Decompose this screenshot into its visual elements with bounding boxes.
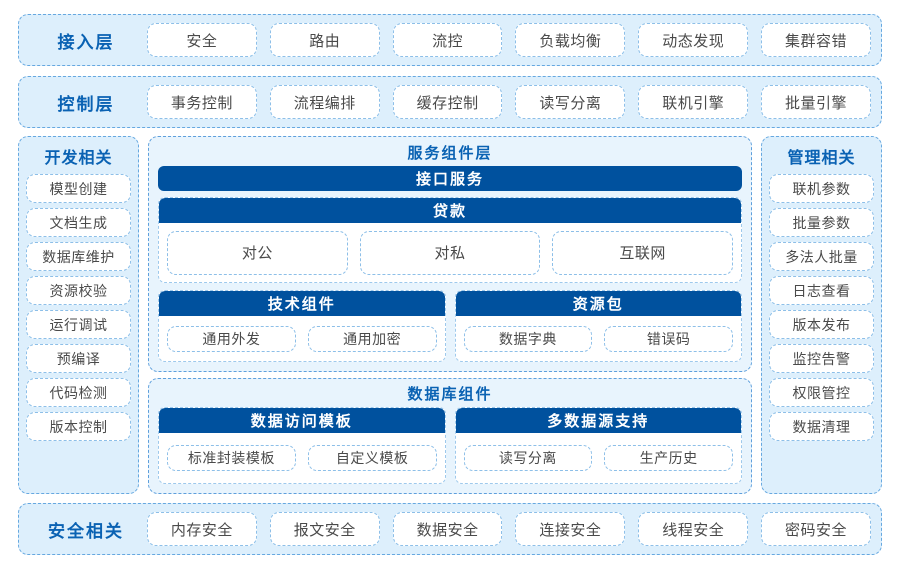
sidebar-item-precompile[interactable]: 预编译 — [26, 344, 131, 373]
sidebar-item-code-check[interactable]: 代码检测 — [26, 378, 131, 407]
middle-band: 开发相关 模型创建 文档生成 数据库维护 资源校验 运行调试 预编译 代码检测 … — [18, 136, 882, 494]
sidebar-item-model-create[interactable]: 模型创建 — [26, 174, 131, 203]
access-item-cluster-fault-tolerance[interactable]: 集群容错 — [761, 23, 871, 57]
mgmt-sidebar: 管理相关 联机参数 批量参数 多法人批量 日志查看 版本发布 监控告警 权限管控… — [761, 136, 882, 494]
database-component-layer: 数据库组件 数据访问模板 标准封装模板 自定义模板 多数据源支持 读写分离 生 — [148, 378, 752, 494]
sidebar-item-permission-control[interactable]: 权限管控 — [769, 378, 874, 407]
tech-item-general-encryption[interactable]: 通用加密 — [307, 325, 437, 352]
tech-components-title-bar: 技术组件 — [159, 291, 445, 316]
control-item-read-write-split[interactable]: 读写分离 — [515, 85, 626, 119]
security-layer-title: 安全相关 — [48, 521, 124, 541]
datasource-item-production-history[interactable]: 生产历史 — [604, 445, 733, 471]
control-item-online-engine[interactable]: 联机引擎 — [638, 85, 749, 119]
access-layer-row: 接入层 安全 路由 流控 负载均衡 动态发现 集群容错 — [18, 14, 882, 66]
datasource-item-read-write-split[interactable]: 读写分离 — [463, 445, 593, 471]
database-components-title: 数据库组件 — [407, 386, 493, 403]
loan-item-personal[interactable]: 对私 — [359, 230, 541, 275]
multi-datasource-card: 多数据源支持 读写分离 生产历史 — [454, 407, 742, 484]
security-item-connection[interactable]: 连接安全 — [515, 512, 626, 546]
control-layer-items: 事务控制 流程编排 缓存控制 读写分离 联机引擎 批量引擎 — [147, 85, 871, 119]
resource-package-title-bar: 资源包 — [455, 291, 741, 316]
sidebar-item-batch-params[interactable]: 批量参数 — [769, 208, 874, 237]
loan-item-corporate[interactable]: 对公 — [167, 230, 348, 275]
dev-sidebar-title: 开发相关 — [44, 150, 113, 167]
access-item-dynamic-discovery[interactable]: 动态发现 — [638, 23, 749, 57]
template-item-custom[interactable]: 自定义模板 — [307, 445, 437, 471]
control-layer-row: 控制层 事务控制 流程编排 缓存控制 读写分离 联机引擎 批量引擎 — [18, 76, 882, 128]
security-layer-row: 安全相关 内存安全 报文安全 数据安全 连接安全 线程安全 密码安全 — [18, 503, 882, 555]
database-sub-cards: 数据访问模板 标准封装模板 自定义模板 多数据源支持 读写分离 生产历史 — [158, 407, 742, 484]
access-item-security[interactable]: 安全 — [147, 23, 257, 57]
access-item-flow-control[interactable]: 流控 — [392, 23, 503, 57]
control-item-transaction[interactable]: 事务控制 — [147, 85, 257, 119]
data-access-template-card: 数据访问模板 标准封装模板 自定义模板 — [158, 407, 446, 484]
loan-title-bar: 贷款 — [159, 198, 741, 223]
sidebar-item-log-view[interactable]: 日志查看 — [769, 276, 874, 305]
control-item-batch-engine[interactable]: 批量引擎 — [761, 85, 871, 119]
sidebar-item-multi-entity-batch[interactable]: 多法人批量 — [769, 242, 874, 271]
control-item-cache[interactable]: 缓存控制 — [392, 85, 503, 119]
access-layer-items: 安全 路由 流控 负载均衡 动态发现 集群容错 — [147, 23, 871, 57]
loan-items: 对公 对私 互联网 — [159, 223, 741, 282]
sidebar-item-db-maintain[interactable]: 数据库维护 — [26, 242, 131, 271]
access-layer-title: 接入层 — [57, 32, 115, 52]
control-item-process-orchestration[interactable]: 流程编排 — [269, 85, 380, 119]
resource-package-items: 数据字典 错误码 — [456, 316, 742, 361]
tech-components-card: 技术组件 通用外发 通用加密 — [158, 290, 446, 362]
mgmt-sidebar-title: 管理相关 — [787, 150, 856, 167]
template-item-standard[interactable]: 标准封装模板 — [167, 445, 296, 471]
sidebar-item-doc-generate[interactable]: 文档生成 — [26, 208, 131, 237]
access-item-routing[interactable]: 路由 — [269, 23, 380, 57]
security-item-thread[interactable]: 线程安全 — [638, 512, 749, 546]
security-item-memory[interactable]: 内存安全 — [147, 512, 257, 546]
service-layer-title: 服务组件层 — [407, 145, 493, 162]
sidebar-item-version-control[interactable]: 版本控制 — [26, 412, 131, 441]
tech-components-items: 通用外发 通用加密 — [159, 316, 445, 361]
service-sub-cards: 技术组件 通用外发 通用加密 资源包 数据字典 错误码 — [158, 290, 742, 362]
sidebar-item-resource-verify[interactable]: 资源校验 — [26, 276, 131, 305]
sidebar-item-version-release[interactable]: 版本发布 — [769, 310, 874, 339]
data-access-template-items: 标准封装模板 自定义模板 — [159, 433, 445, 483]
data-access-template-title-bar: 数据访问模板 — [159, 408, 445, 433]
interface-service-bar: 接口服务 — [158, 166, 742, 191]
sidebar-item-data-cleanup[interactable]: 数据清理 — [769, 412, 874, 441]
control-layer-title: 控制层 — [57, 94, 115, 114]
tech-item-general-outbound[interactable]: 通用外发 — [167, 325, 296, 352]
resource-item-error-code[interactable]: 错误码 — [604, 325, 733, 352]
loan-card: 贷款 对公 对私 互联网 — [158, 197, 742, 283]
multi-datasource-title-bar: 多数据源支持 — [455, 408, 741, 433]
loan-item-internet[interactable]: 互联网 — [552, 230, 734, 275]
center-column: 服务组件层 接口服务 贷款 对公 对私 互联网 技术组件 通用外发 — [148, 136, 752, 494]
security-item-password[interactable]: 密码安全 — [761, 512, 871, 546]
dev-sidebar: 开发相关 模型创建 文档生成 数据库维护 资源校验 运行调试 预编译 代码检测 … — [18, 136, 139, 494]
service-component-layer: 服务组件层 接口服务 贷款 对公 对私 互联网 技术组件 通用外发 — [148, 136, 752, 372]
security-item-message[interactable]: 报文安全 — [269, 512, 380, 546]
sidebar-item-online-params[interactable]: 联机参数 — [769, 174, 874, 203]
resource-item-data-dictionary[interactable]: 数据字典 — [463, 325, 593, 352]
multi-datasource-items: 读写分离 生产历史 — [456, 433, 742, 483]
security-layer-items: 内存安全 报文安全 数据安全 连接安全 线程安全 密码安全 — [147, 512, 871, 546]
security-item-data[interactable]: 数据安全 — [392, 512, 503, 546]
sidebar-item-runtime-debug[interactable]: 运行调试 — [26, 310, 131, 339]
sidebar-item-monitor-alert[interactable]: 监控告警 — [769, 344, 874, 373]
access-item-load-balance[interactable]: 负载均衡 — [515, 23, 626, 57]
resource-package-card: 资源包 数据字典 错误码 — [454, 290, 742, 362]
